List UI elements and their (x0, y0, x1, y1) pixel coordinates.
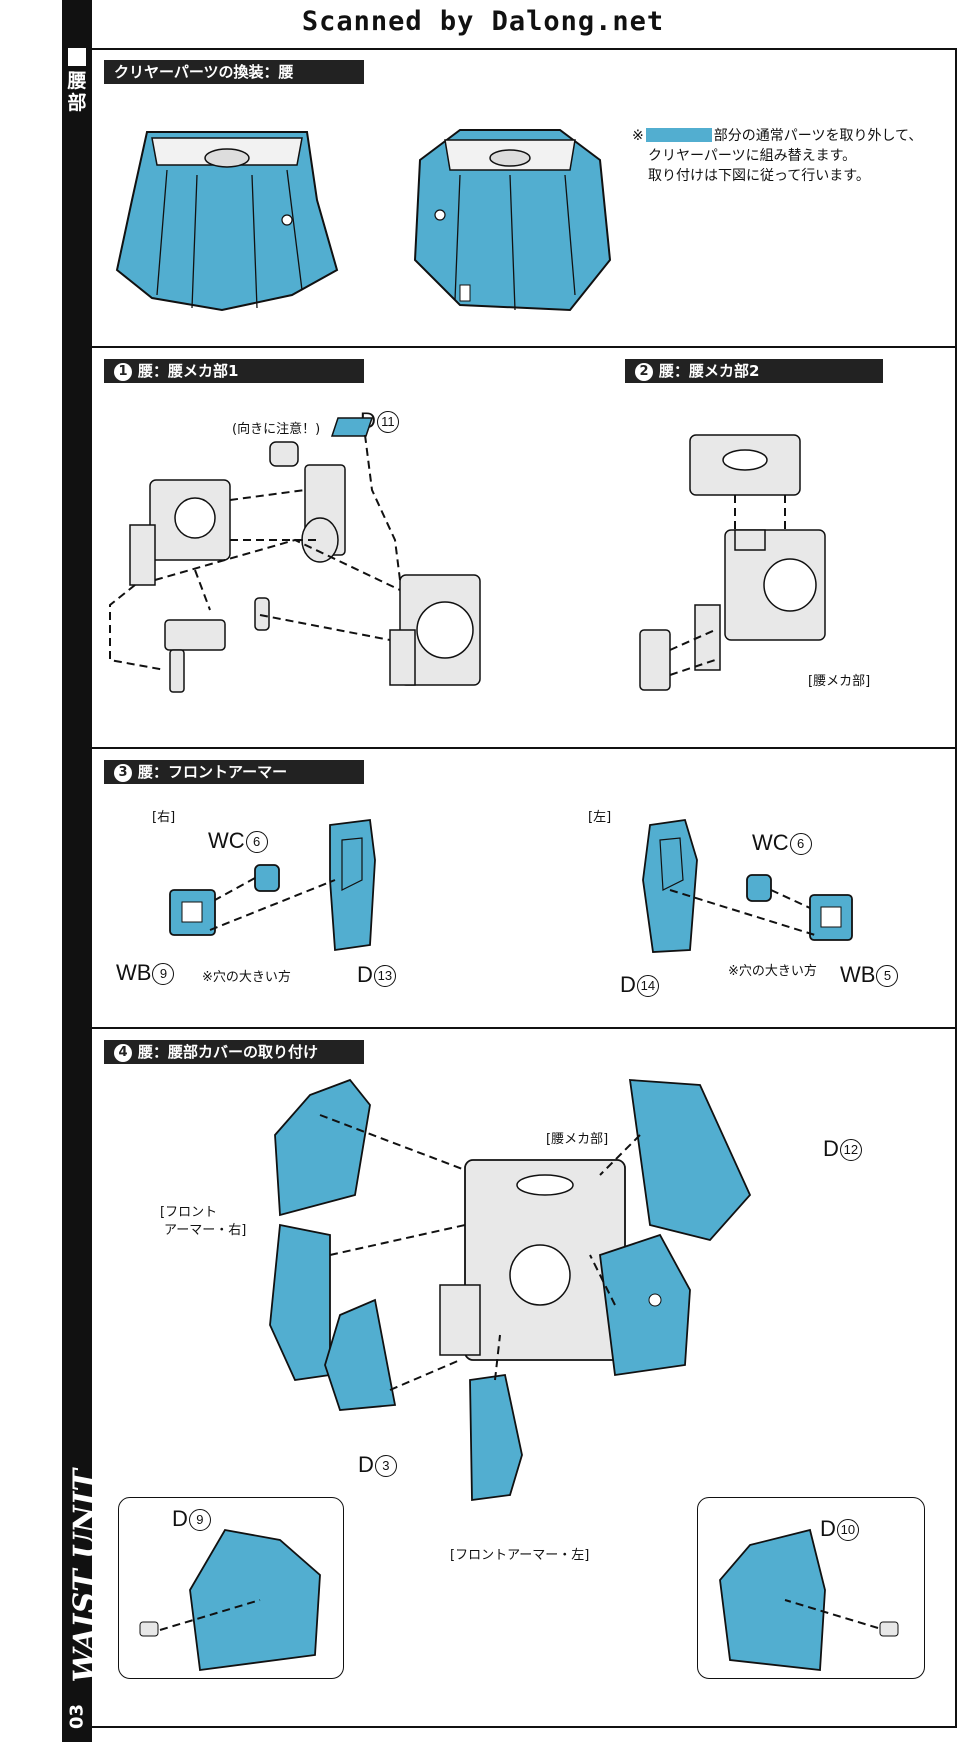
step1-assembly-diagram (109, 417, 481, 693)
square-icon (68, 48, 86, 66)
step-number: 4 (114, 1044, 132, 1062)
scan-banner: Scanned by Dalong.net (301, 6, 665, 37)
front-armor-right-label: [フロントアーマー・右] (160, 1205, 247, 1238)
side-label-left: [左] (588, 810, 612, 825)
step-number: 1 (114, 363, 132, 381)
waist-clear-illustration-left (115, 131, 339, 312)
waist-mecha-label: [腰メカ部] (808, 674, 871, 689)
section-divider (92, 747, 956, 749)
frame-bottom (92, 1726, 956, 1728)
step3-header: 3 腰：フロントアーマー (104, 760, 364, 784)
clear-parts-header: クリヤーパーツの換装：腰 (104, 60, 364, 84)
step-number: 2 (635, 363, 653, 381)
step-number: 3 (114, 764, 132, 782)
step1-header: 1 腰：腰メカ部1 (104, 359, 364, 383)
spine-bar (62, 0, 92, 1742)
inset-d10-diagram (719, 1528, 899, 1671)
step-title: 腰：腰部カバーの取り付け (138, 1043, 319, 1061)
inset-box-d9 (118, 1497, 344, 1679)
inset-d9-diagram (139, 1529, 321, 1672)
inset-box-d10 (697, 1497, 925, 1679)
hole-note-left: ※穴の大きい方 (728, 964, 817, 979)
step4-header: 4 腰：腰部カバーの取り付け (104, 1040, 364, 1064)
note-prefix: ※ (632, 128, 644, 144)
note-line-1: ※ 部分の通常パーツを取り外して、 (632, 126, 952, 146)
waist-mecha-label-step4: [腰メカ部] (546, 1132, 609, 1147)
hole-note-right: ※穴の大きい方 (202, 970, 291, 985)
step2-assembly-diagram (639, 434, 826, 691)
waist-clear-illustration-right (413, 129, 612, 312)
step3-left-diagram (642, 818, 853, 953)
spine-title: WAIST UNIT (67, 1469, 103, 1683)
note-line-1-text: 部分の通常パーツを取り外して、 (713, 128, 923, 144)
blue-swatch (645, 128, 712, 142)
note-line-3: 取り付けは下図に従って行います。 (648, 168, 870, 184)
spine-section-text: 腰部 (67, 70, 87, 114)
spine-section-label: 腰部 (66, 48, 88, 114)
orientation-caution: (向きに注意！) (232, 422, 321, 437)
step-title: 腰：腰メカ部1 (138, 362, 239, 380)
section-divider (92, 346, 956, 348)
step4-assembly-diagram (269, 1078, 752, 1502)
step2-header: 2 腰：腰メカ部2 (625, 359, 883, 383)
page-number: 03 (66, 1703, 88, 1730)
step-title: 腰：腰メカ部2 (659, 362, 760, 380)
front-armor-left-label: [フロントアーマー・左] (450, 1548, 590, 1563)
step3-right-diagram (169, 818, 376, 952)
frame-top (92, 48, 956, 50)
note-line-2: クリヤーパーツに組み替えます。 (648, 148, 857, 164)
clear-parts-note: ※ 部分の通常パーツを取り外して、 クリヤーパーツに組み替えます。 取り付けは下図… (632, 126, 952, 186)
side-label-right: [右] (152, 810, 176, 825)
step-title: 腰：フロントアーマー (138, 763, 288, 781)
frame-right (955, 48, 957, 1728)
section-divider (92, 1027, 956, 1029)
